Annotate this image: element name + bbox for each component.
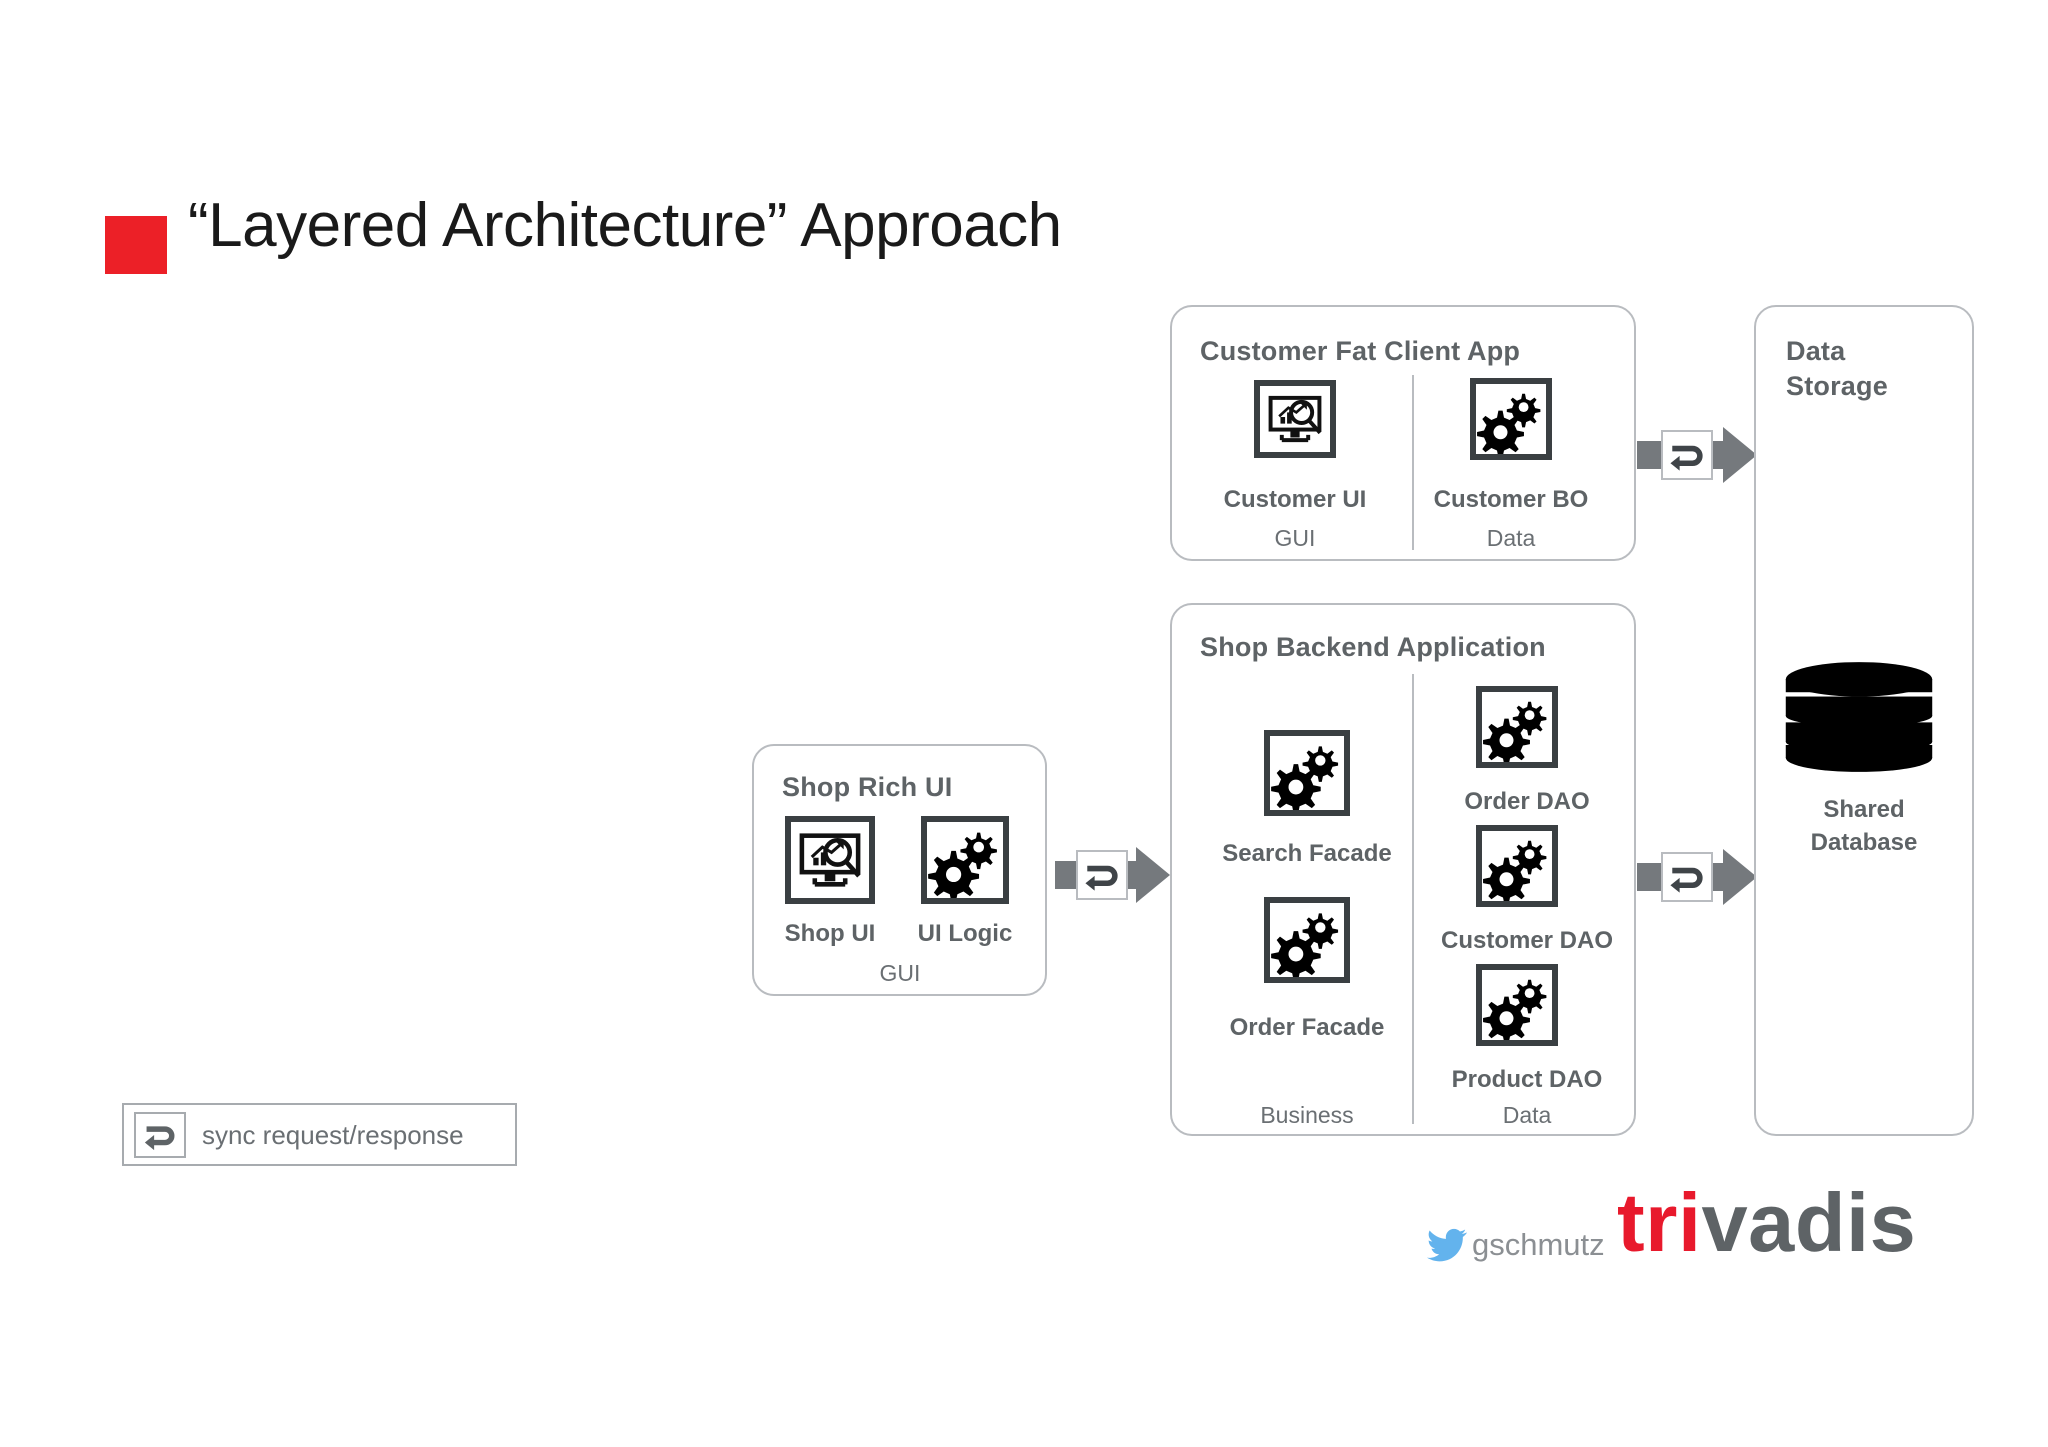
- gears-icon: [1476, 686, 1558, 768]
- connector-customer-bo-to-data-storage: [1637, 427, 1757, 483]
- gears-icon: [1264, 897, 1350, 983]
- box-title-shop-backend-application: Shop Backend Application: [1200, 632, 1546, 662]
- twitter-handle: gschmutz: [1472, 1227, 1605, 1262]
- database-cylinder-icon: [1783, 661, 1935, 773]
- gears-icon: [921, 816, 1009, 904]
- component-label-shared-database-line2: Database: [1810, 829, 1918, 856]
- divider-customer-fat-client-app: [1412, 375, 1414, 550]
- divider-shop-backend-application: [1412, 674, 1414, 1124]
- component-label-customer-bo: Customer BO: [1433, 486, 1589, 513]
- connector-arrowhead: [1136, 847, 1170, 903]
- component-label-shared-database-line1: Shared: [1823, 796, 1905, 823]
- box-title-data-storage-line2: Storage: [1786, 371, 1888, 401]
- layer-label-shop-backend-business: Business: [1260, 1102, 1354, 1128]
- sync-request-response-icon: [1076, 850, 1128, 900]
- connector-shop-rich-ui-to-shop-backend: [1055, 847, 1170, 903]
- brand-logo: trivadis: [1617, 1181, 1916, 1264]
- layer-label-shop-backend-data: Data: [1502, 1102, 1552, 1128]
- gears-icon: [1476, 964, 1558, 1046]
- brand-logo-part1: tri: [1617, 1176, 1702, 1269]
- layer-label-customer-fat-data: Data: [1486, 525, 1536, 551]
- gears-icon: [1264, 730, 1350, 816]
- box-customer-fat-client-app: [1170, 305, 1636, 561]
- box-title-shop-rich-ui: Shop Rich UI: [782, 772, 953, 802]
- title-bullet-square: [105, 216, 167, 274]
- gears-icon: [1476, 825, 1558, 907]
- component-label-shop-ui: Shop UI: [784, 920, 876, 947]
- legend-box: [122, 1103, 517, 1166]
- brand-logo-part2: vadis: [1701, 1176, 1917, 1269]
- component-label-search-facade: Search Facade: [1222, 840, 1392, 867]
- component-label-order-facade: Order Facade: [1229, 1014, 1385, 1041]
- twitter-bird-icon: [1424, 1225, 1470, 1265]
- monitor-search-icon: [785, 816, 875, 904]
- component-label-order-dao: Order DAO: [1464, 788, 1590, 815]
- gears-icon: [1470, 378, 1552, 460]
- monitor-search-icon: [1254, 380, 1336, 458]
- sync-request-response-icon: [134, 1112, 186, 1158]
- page-title: “Layered Architecture” Approach: [188, 191, 1062, 260]
- connector-arrowhead: [1723, 849, 1757, 905]
- component-label-customer-ui: Customer UI: [1223, 486, 1367, 513]
- component-label-product-dao: Product DAO: [1451, 1066, 1603, 1093]
- layer-label-shop-rich-ui-gui: GUI: [879, 960, 921, 986]
- legend-label: sync request/response: [202, 1120, 464, 1150]
- sync-request-response-icon: [1661, 430, 1713, 480]
- box-title-data-storage-line1: Data: [1786, 336, 1846, 366]
- component-label-customer-dao: Customer DAO: [1440, 927, 1614, 954]
- sync-request-response-icon: [1661, 852, 1713, 902]
- box-shop-backend-application: [1170, 603, 1636, 1136]
- component-label-ui-logic: UI Logic: [917, 920, 1013, 947]
- connector-shop-backend-to-data-storage: [1637, 849, 1757, 905]
- connector-arrowhead: [1723, 427, 1757, 483]
- box-title-customer-fat-client-app: Customer Fat Client App: [1200, 336, 1521, 366]
- layer-label-customer-fat-gui: GUI: [1274, 525, 1316, 551]
